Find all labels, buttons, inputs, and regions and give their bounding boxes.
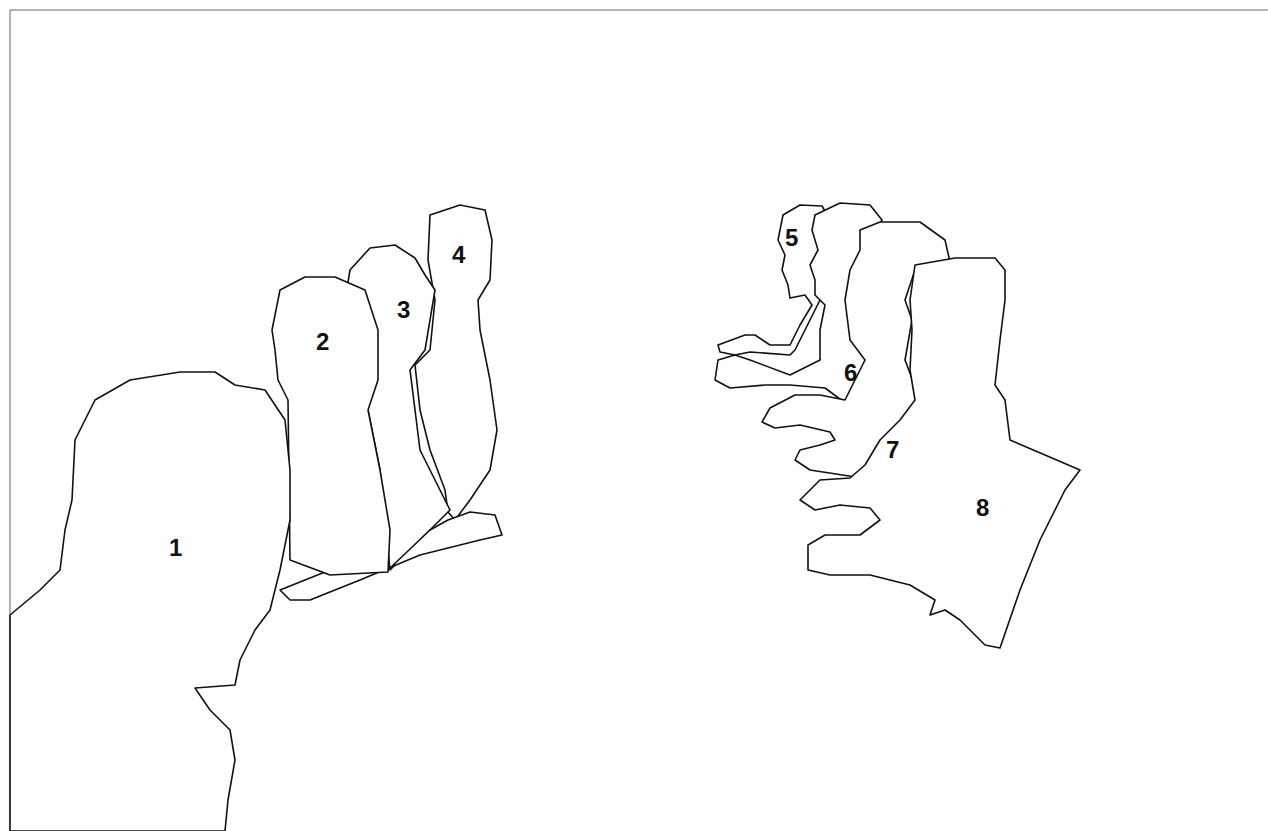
callout-number: 4 (452, 243, 465, 267)
figure-outline (10, 372, 290, 831)
figure-outline (800, 258, 1080, 648)
figure-outline (272, 277, 390, 575)
callout-number: 2 (316, 330, 329, 354)
callout-number: 3 (397, 298, 410, 322)
callout-number: 6 (844, 361, 857, 385)
frame-border (10, 10, 1268, 831)
callout-number: 8 (976, 496, 989, 520)
callout-number: 1 (169, 536, 182, 560)
callout-number: 7 (886, 438, 899, 462)
callout-number: 5 (785, 226, 798, 250)
